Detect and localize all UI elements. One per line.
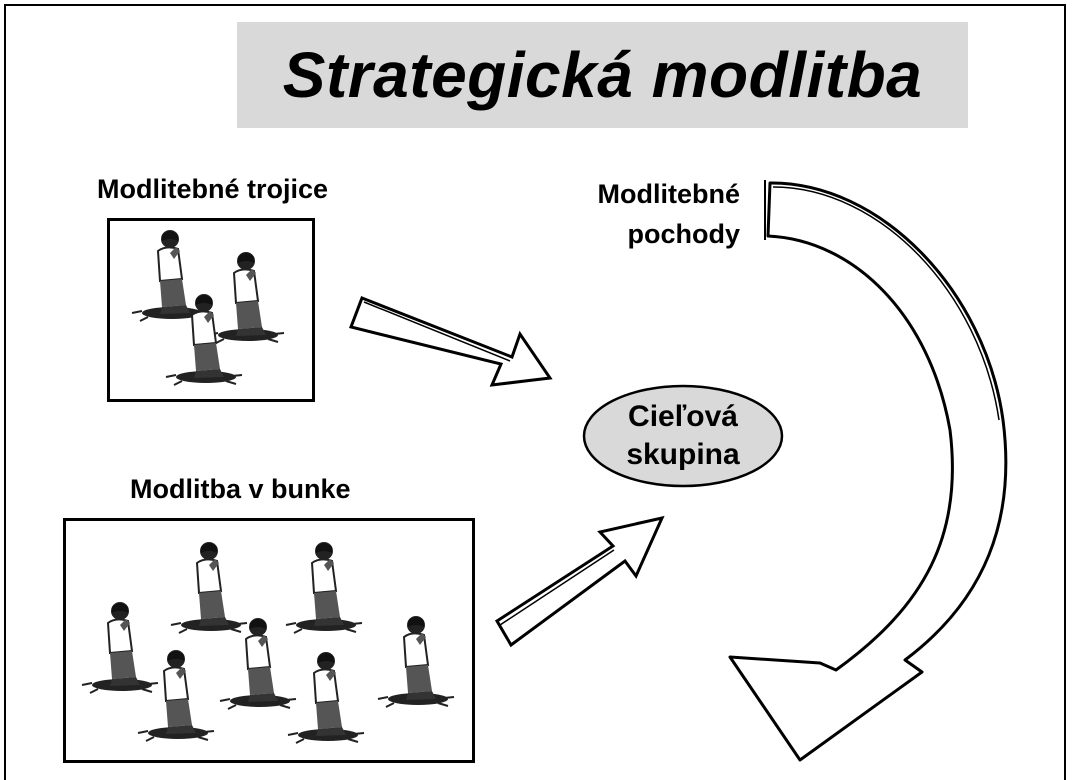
- target-group-label-line2: skupina: [626, 438, 740, 471]
- slide-frame: [4, 4, 1066, 780]
- praying-figure-icon: [207, 251, 285, 344]
- praying-figure-icon: [81, 601, 159, 694]
- title-banner: Strategická modlitba: [237, 22, 968, 128]
- prayer-triads-figures: [131, 229, 285, 386]
- prayer-walks-label-line1: Modlitebné: [597, 179, 741, 209]
- cell-prayer-label: Modlitba v bunke: [130, 474, 351, 504]
- target-group-label-line1: Cieľová: [628, 400, 738, 433]
- prayer-walks-label: Modlitebné pochody: [560, 174, 741, 254]
- prayer-walks-label-line2: pochody: [627, 219, 741, 249]
- praying-figure-icon: [170, 541, 248, 634]
- target-group: Cieľová skupina: [583, 385, 783, 487]
- prayer-triads-label: Modlitebné trojice: [97, 174, 329, 204]
- praying-figure-icon: [377, 615, 455, 708]
- slide-title: Strategická modlitba: [282, 39, 923, 111]
- praying-figure-icon: [285, 541, 363, 634]
- prayer-triads-picture: [107, 218, 315, 402]
- praying-figure-icon: [287, 651, 365, 744]
- praying-figure-icon: [219, 617, 297, 710]
- target-group-label: Cieľová skupina: [626, 398, 739, 474]
- praying-figure-icon: [137, 649, 215, 742]
- cell-prayer-picture: [63, 518, 475, 763]
- cell-prayer-figures: [81, 541, 455, 744]
